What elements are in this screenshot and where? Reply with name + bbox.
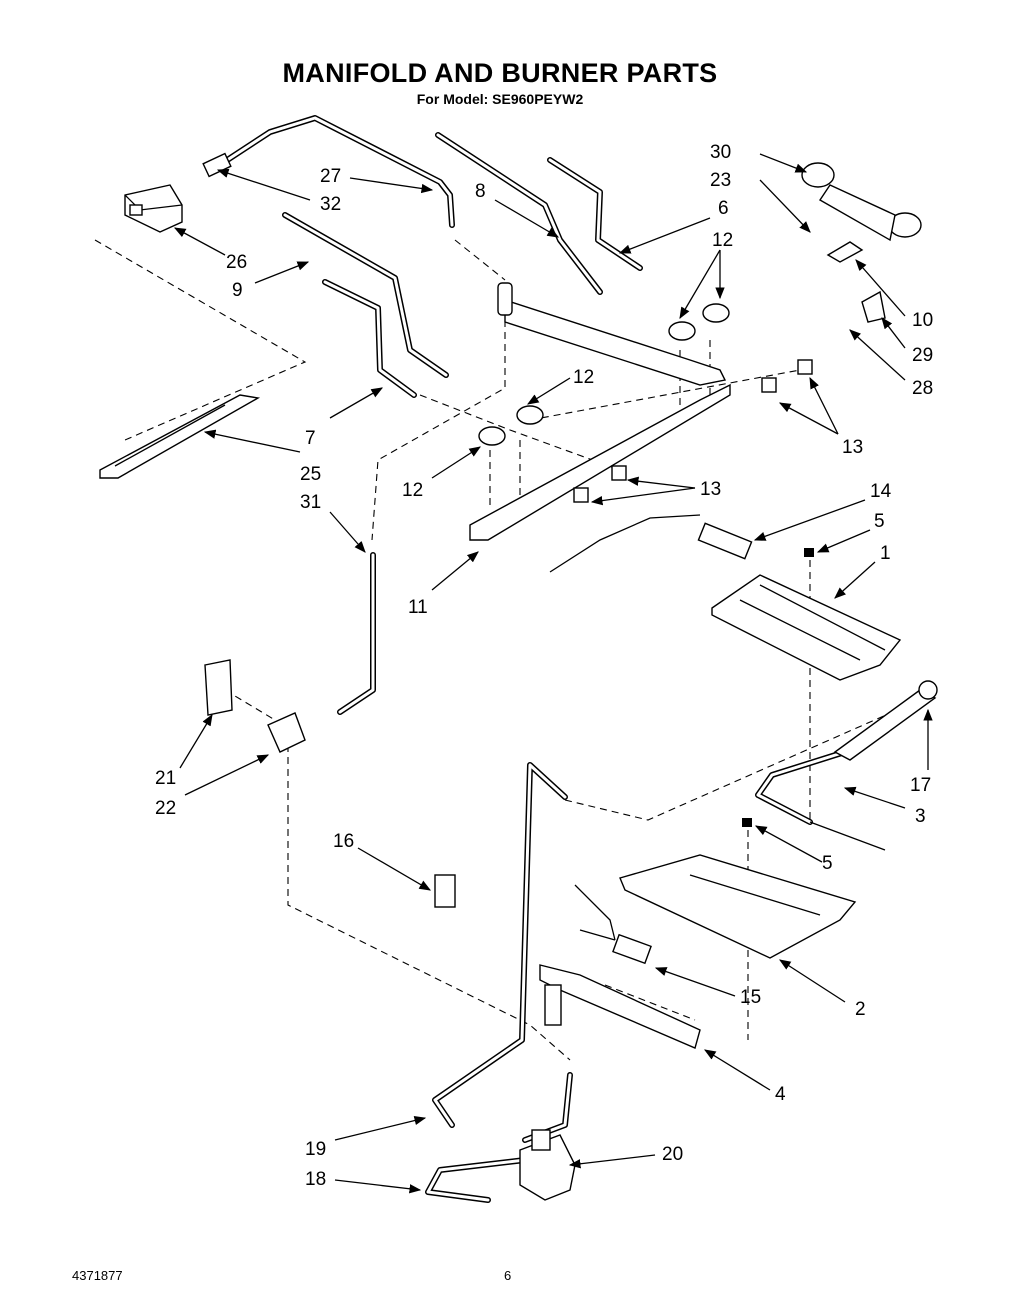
label-part-5-top: 5 <box>874 511 885 532</box>
label-part-8: 8 <box>475 181 486 202</box>
part-3-bake-burner <box>809 689 937 851</box>
label-part-14: 14 <box>870 481 892 502</box>
label-part-22: 22 <box>155 798 176 819</box>
label-part-1: 1 <box>880 543 891 564</box>
leader-arrows <box>173 153 933 1194</box>
document-number: 4371877 <box>72 1268 123 1283</box>
part-11-manifold <box>469 282 731 541</box>
label-part-18: 18 <box>305 1169 326 1190</box>
label-part-7: 7 <box>305 428 316 449</box>
label-part-13-left: 13 <box>700 479 721 500</box>
label-part-27: 27 <box>320 166 341 187</box>
page-title: MANIFOLD AND BURNER PARTS <box>282 58 718 88</box>
label-part-10: 10 <box>912 310 933 331</box>
label-part-12-mid: 12 <box>573 367 594 388</box>
page-number: 6 <box>504 1268 512 1283</box>
part-30-clip <box>861 290 886 323</box>
part-5-screws <box>742 548 814 827</box>
label-part-29: 28 <box>912 378 933 399</box>
label-part-12-left: 12 <box>402 480 423 501</box>
label-part-6: 6 <box>718 198 729 219</box>
label-part-2: 2 <box>855 999 866 1020</box>
part-number-labels: 27 32 26 9 8 6 12 30 23 10 29 28 13 12 7… <box>155 142 933 1190</box>
label-part-3: 3 <box>915 806 926 827</box>
part-20-pressure-regulator <box>519 1129 576 1201</box>
label-part-9: 9 <box>232 280 243 301</box>
part-4-broil-burner <box>539 964 701 1049</box>
label-part-28: 31 <box>300 492 321 513</box>
part-16-block <box>434 874 456 908</box>
label-part-32: 32 <box>320 194 341 215</box>
part-25-burner-tube <box>99 394 261 479</box>
label-part-19: 19 <box>305 1139 326 1160</box>
label-part-30: 29 <box>912 345 933 366</box>
label-part-25: 25 <box>300 464 321 485</box>
label-part-17: 17 <box>910 775 931 796</box>
model-subtitle: For Model: SE960PEYW2 <box>416 91 584 107</box>
part-2-lower-shield <box>619 854 857 959</box>
part-31-top-burner-assembly <box>801 162 922 242</box>
label-part-15: 15 <box>740 987 761 1008</box>
part-26-regulator <box>124 184 183 233</box>
assembly-dashed-lines <box>94 239 921 1061</box>
label-part-5-bottom: 5 <box>822 853 833 874</box>
part-17-fitting <box>918 680 938 700</box>
label-part-26: 26 <box>226 252 247 273</box>
label-part-16: 16 <box>333 831 354 852</box>
part-22-valve <box>267 712 306 753</box>
part-21-bracket <box>204 659 233 716</box>
label-part-4: 4 <box>775 1084 786 1105</box>
label-part-31: 30 <box>710 142 731 163</box>
part-10-bracket <box>826 241 864 263</box>
label-part-11: 11 <box>408 597 428 618</box>
part-1-upper-shield <box>711 574 902 681</box>
tubing <box>212 115 848 1203</box>
label-part-21: 21 <box>155 768 176 789</box>
label-part-23: 23 <box>710 170 731 191</box>
label-part-13-right: 13 <box>842 437 863 458</box>
part-15-igniter <box>574 884 652 965</box>
part-12-valves <box>478 303 730 446</box>
part-14-spark-module <box>549 514 753 573</box>
part-13-orifice-holders <box>573 359 813 503</box>
label-part-12-right: 12 <box>712 230 733 251</box>
label-part-20: 20 <box>662 1144 683 1165</box>
